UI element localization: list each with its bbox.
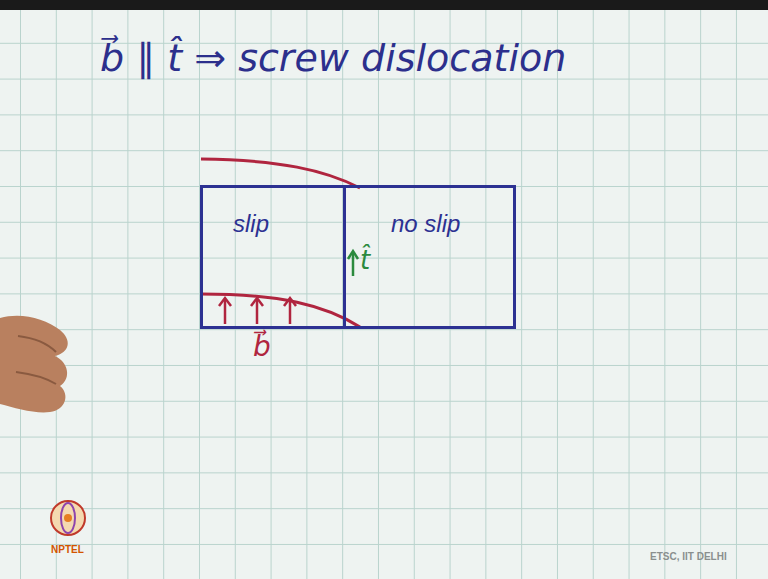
- region-label: no slip: [391, 210, 460, 238]
- region-label: slip: [233, 210, 269, 238]
- region-box: slip: [200, 185, 346, 329]
- slip-curve: [201, 159, 360, 188]
- burgers-arrows: [219, 298, 296, 324]
- watermark: ETSC, IIT DELHI: [650, 551, 727, 562]
- slip-curve: [201, 294, 360, 327]
- nptel-logo: [51, 501, 85, 535]
- title: b⃗ ∥ t̂ ⇒ screw dislocation: [100, 36, 566, 80]
- logo-text: NPTEL: [51, 544, 84, 555]
- line-direction-arrow: [348, 251, 358, 276]
- line-direction-label: t̂: [360, 245, 370, 275]
- top-band: [0, 0, 768, 10]
- hand: [0, 316, 68, 413]
- burgers-vector-label: b⃗: [253, 330, 271, 363]
